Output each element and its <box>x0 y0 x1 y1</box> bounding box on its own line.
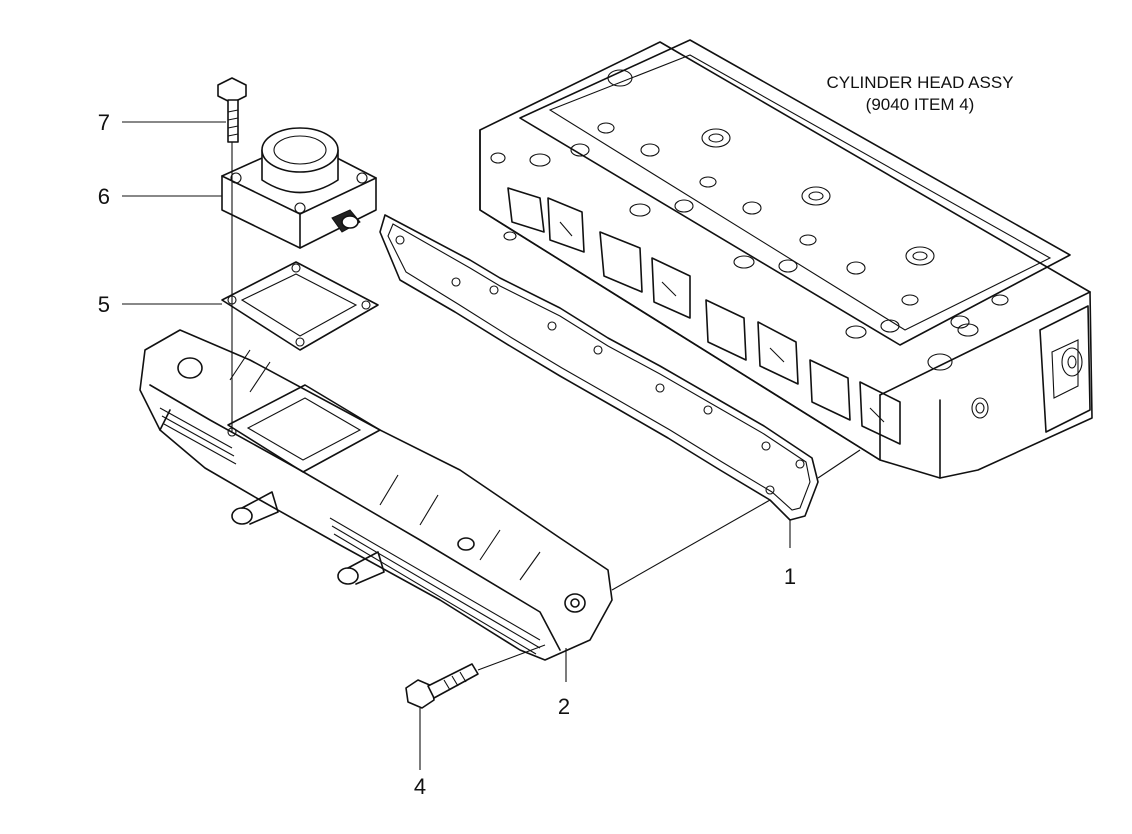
intake-elbow <box>221 127 377 249</box>
intake-manifold <box>139 329 613 661</box>
bolt-bottom <box>405 663 479 709</box>
callout-5: 5 <box>98 292 110 317</box>
callout-4: 4 <box>414 774 426 799</box>
callouts: 7 6 5 1 2 4 <box>98 110 796 799</box>
assembly-label-line2: (9040 ITEM 4) <box>866 95 975 114</box>
cylinder-head <box>479 39 1093 479</box>
callout-7: 7 <box>98 110 110 135</box>
leader-lines <box>122 121 861 770</box>
intake-gasket <box>379 214 819 521</box>
assembly-label: CYLINDER HEAD ASSY (9040 ITEM 4) <box>826 73 1013 114</box>
callout-1: 1 <box>784 564 796 589</box>
callout-2: 2 <box>558 694 570 719</box>
assembly-label-line1: CYLINDER HEAD ASSY <box>826 73 1013 92</box>
callout-6: 6 <box>98 184 110 209</box>
outlet-gasket <box>221 261 379 351</box>
bolt-top <box>217 77 247 143</box>
